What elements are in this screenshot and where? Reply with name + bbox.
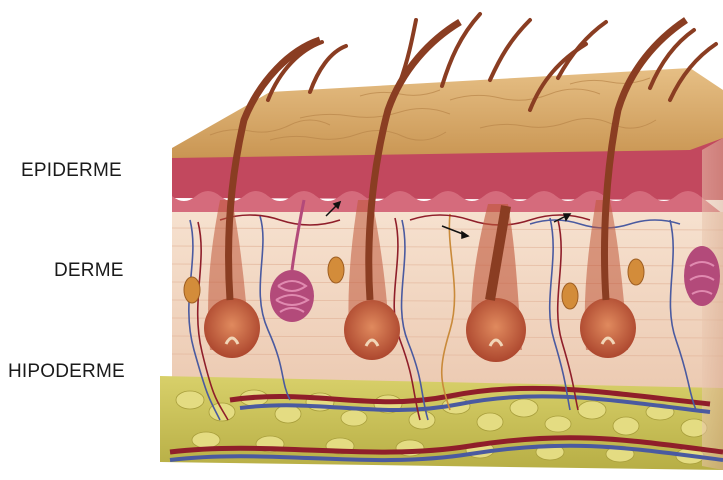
skin-surface-top	[172, 68, 723, 160]
layer-label-hipoderme: HIPODERME	[8, 361, 125, 383]
skin-cross-section-illustration	[150, 0, 723, 480]
sweat-gland-right	[684, 246, 720, 306]
epidermis-edge	[172, 191, 723, 214]
layer-label-epiderme: EPIDERME	[21, 160, 122, 182]
layer-label-derme: DERME	[54, 260, 124, 282]
